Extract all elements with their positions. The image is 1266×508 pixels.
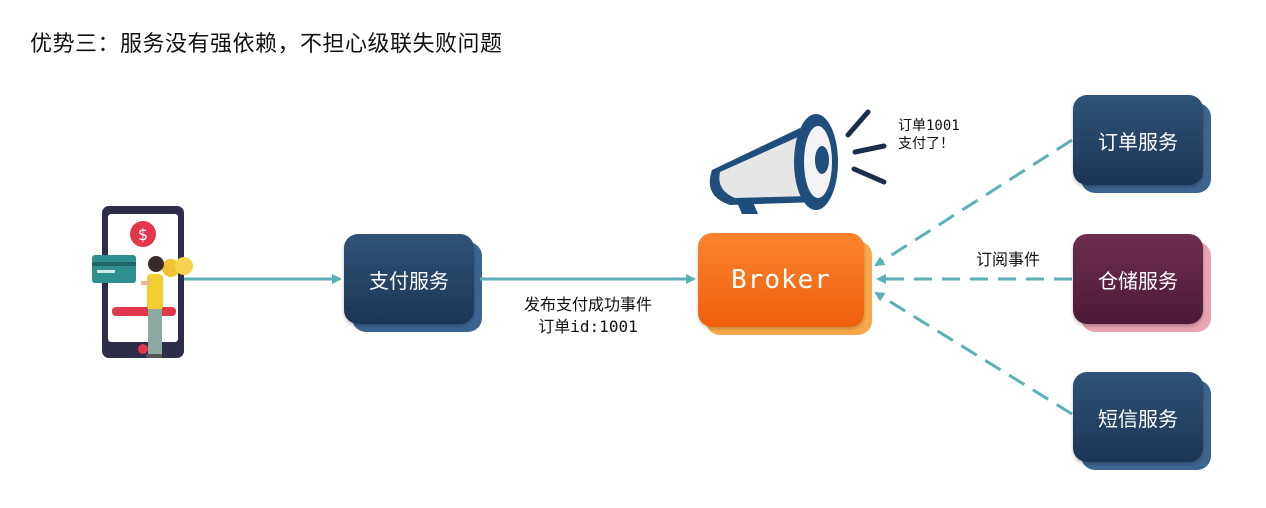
storage-service-label: 仓储服务 [1098, 268, 1178, 293]
publish-event-label: 发布支付成功事件 订单id:1001 [498, 294, 678, 338]
page-title: 优势三：服务没有强依赖，不担心级联失败问题 [30, 32, 503, 57]
broker-label: Broker [731, 265, 831, 295]
order-subscribe-arrow [874, 138, 1073, 267]
subscribe-event-label: 订阅事件 [975, 250, 1040, 269]
sms-service-node: 短信服务 [1073, 372, 1211, 470]
megaphone-icon [709, 109, 887, 214]
order-service-label: 订单服务 [1098, 129, 1178, 154]
sms-subscribe-arrow [874, 291, 1073, 416]
announcement-line1: 订单1001 [898, 118, 960, 134]
publish-event-line1: 发布支付成功事件 [523, 295, 652, 314]
sms-service-label: 短信服务 [1098, 406, 1178, 431]
payment-service-label: 支付服务 [369, 268, 449, 293]
phone-payment-illustration-icon: $ [92, 206, 193, 358]
broker-node: Broker [698, 233, 872, 335]
dollar-sign: $ [138, 225, 148, 244]
storage-service-node: 仓储服务 [1073, 234, 1211, 332]
announcement-text: 订单1001 支付了！ [898, 117, 988, 153]
order-service-node: 订单服务 [1073, 95, 1211, 193]
announcement-line2: 支付了！ [898, 136, 954, 152]
payment-service-node: 支付服务 [344, 234, 482, 332]
publish-event-line2: 订单id:1001 [538, 317, 638, 336]
